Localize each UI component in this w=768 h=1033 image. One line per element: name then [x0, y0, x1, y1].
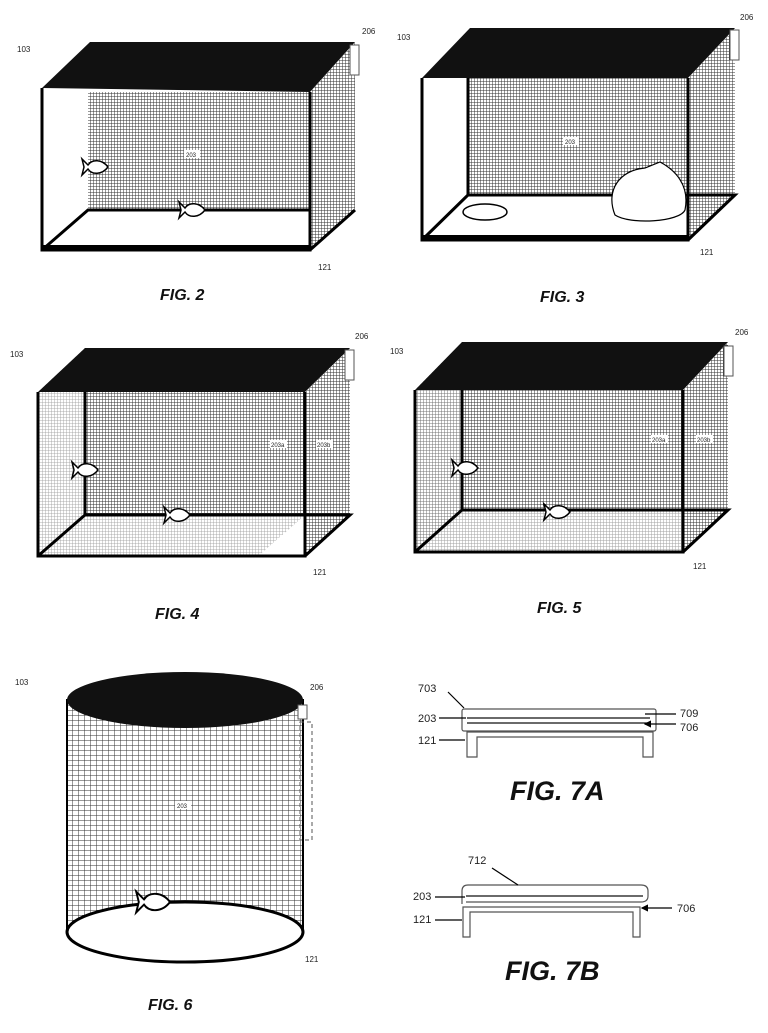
ref-706: 706	[680, 722, 698, 734]
ref-203: 203	[186, 153, 197, 159]
enclosure-lid	[67, 672, 303, 728]
device-206	[723, 345, 734, 377]
ref-121: 121	[413, 914, 431, 926]
figure-caption: FIG. 4	[155, 606, 200, 623]
ref-706: 706	[677, 903, 695, 915]
ref-103: 103	[15, 678, 29, 687]
base-121	[466, 731, 654, 758]
figure-caption: FIG. 7A	[510, 776, 605, 806]
ref-121: 121	[313, 568, 327, 577]
figure-5: 103 206 203a 203b 121 FIG. 5	[390, 328, 749, 617]
ref-121: 121	[305, 955, 319, 964]
figure-7b: 712 203 121 706 FIG. 7B	[413, 855, 695, 986]
base-ring	[65, 900, 305, 964]
device-206	[297, 704, 308, 720]
ref-206: 206	[362, 27, 376, 36]
figure-caption: FIG. 6	[148, 997, 193, 1014]
ref-703: 703	[418, 683, 436, 695]
enclosure-lid	[38, 348, 350, 392]
figure-3: 103 206 203 121 FIG. 3	[397, 13, 754, 306]
ref-203b: 203b	[697, 438, 711, 444]
figure-caption: FIG. 2	[160, 287, 205, 304]
device-206	[344, 349, 355, 381]
device-206	[729, 29, 740, 61]
ref-709: 709	[680, 708, 698, 720]
figure-4: 103 206 203a 203b 121 FIG. 4	[10, 332, 369, 623]
ref-712: 712	[468, 855, 486, 867]
base-edge	[42, 245, 310, 251]
device-206	[349, 44, 360, 76]
ref-121: 121	[418, 735, 436, 747]
enclosure-lid	[42, 42, 355, 92]
figure-caption: FIG. 7B	[505, 956, 600, 986]
base-121	[462, 906, 641, 938]
ref-121: 121	[693, 562, 707, 571]
ref-103: 103	[397, 33, 411, 42]
ref-121: 121	[700, 248, 714, 257]
ref-203a: 203a	[271, 443, 285, 449]
ref-203: 203	[413, 891, 431, 903]
mesh-side-panel	[688, 28, 735, 240]
figure-caption: FIG. 3	[540, 289, 585, 306]
cover-712	[461, 884, 649, 904]
mesh-side-panel	[310, 42, 355, 250]
bag-icon	[611, 161, 687, 222]
ref-203a: 203a	[652, 438, 666, 444]
figure-6: 103 206 203 121 FIG. 6	[15, 672, 324, 1014]
figure-2: 103 206 203 121 FIG. 2	[17, 27, 376, 304]
ref-203: 203	[177, 804, 188, 810]
enclosure-lid	[415, 342, 728, 390]
ref-206: 206	[310, 683, 324, 692]
ref-206: 206	[735, 328, 749, 337]
figure-7a: 703 203 121 709 706 FIG. 7A	[418, 683, 698, 806]
cover-703	[461, 708, 657, 732]
enclosure-lid	[422, 28, 735, 78]
ref-103: 103	[17, 45, 31, 54]
figure-caption: FIG. 5	[537, 600, 583, 617]
ref-103: 103	[390, 347, 404, 356]
ref-203b: 203b	[317, 443, 331, 449]
ref-121: 121	[318, 263, 332, 272]
ref-203: 203	[565, 140, 576, 146]
ref-203: 203	[418, 713, 436, 725]
ref-206: 206	[740, 13, 754, 22]
dish-icon	[462, 203, 508, 221]
ref-103: 103	[10, 350, 24, 359]
ref-206: 206	[355, 332, 369, 341]
